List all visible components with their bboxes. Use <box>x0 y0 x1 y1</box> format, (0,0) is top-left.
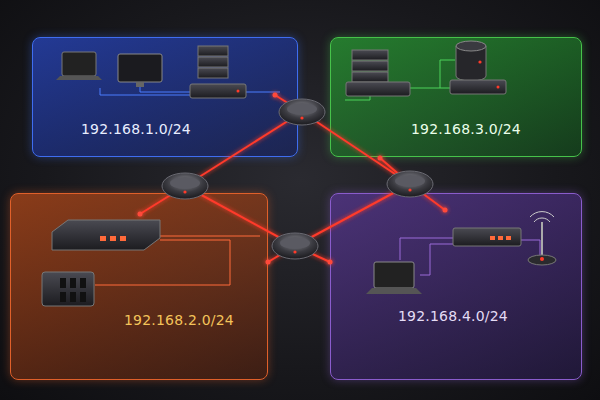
subnet-label: 192.168.4.0/24 <box>398 308 508 324</box>
subnet-zone: 192.168.2.0/24 <box>10 193 268 380</box>
backbone-links <box>140 95 445 262</box>
green-zone-devices <box>346 41 506 96</box>
subnet-zone: 192.168.3.0/24 <box>330 37 582 157</box>
subnet-label: 192.168.2.0/24 <box>124 312 234 328</box>
subnet-zone: 192.168.4.0/24 <box>330 193 582 380</box>
router-discs <box>162 99 433 259</box>
orange-zone-devices <box>42 220 160 306</box>
link-dots <box>138 93 448 265</box>
subnet-label: 192.168.1.0/24 <box>81 121 191 137</box>
blue-zone-devices <box>56 46 246 98</box>
subnet-zone: 192.168.1.0/24 <box>32 37 298 157</box>
zone-wires <box>95 60 540 285</box>
subnet-label: 192.168.3.0/24 <box>411 121 521 137</box>
purple-zone-devices <box>366 212 556 294</box>
